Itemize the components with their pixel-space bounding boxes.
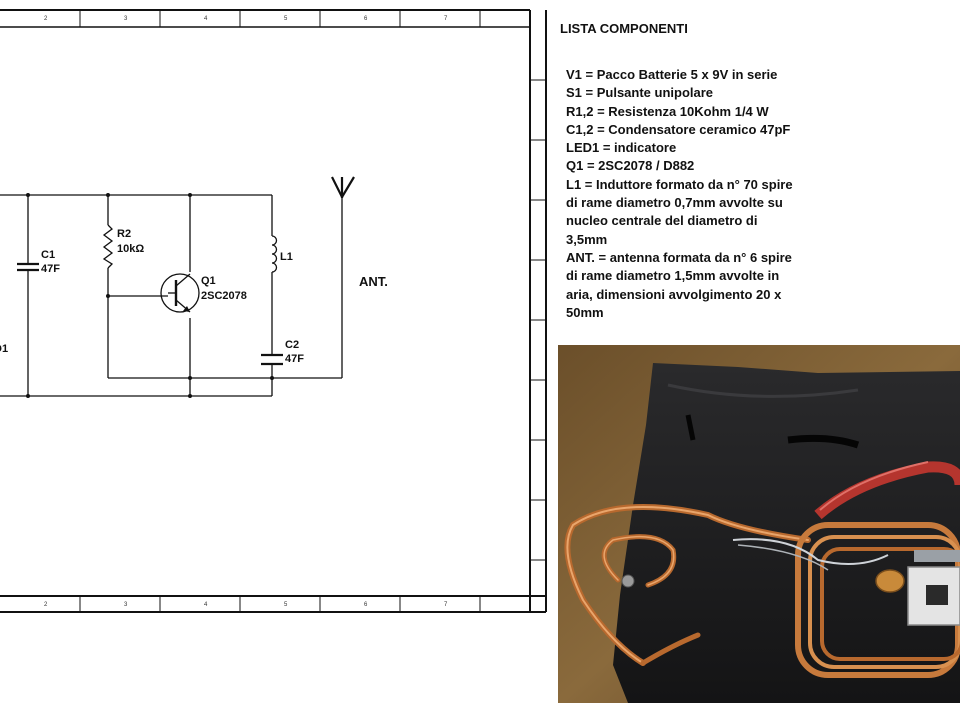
ruler-number: 3: [124, 16, 128, 22]
schematic-frame: [0, 9, 547, 613]
c1-value-label: 47F: [41, 263, 60, 275]
ruler-number: 4: [204, 16, 208, 22]
antenna-copper-coil: [564, 504, 811, 666]
capacitor-c1-symbol: [17, 262, 39, 272]
transistor-face: [926, 585, 948, 605]
transistor-q1-symbol: [160, 273, 200, 313]
ruler-number: 7: [444, 16, 448, 22]
antenna-symbol: [331, 176, 355, 198]
component-list-line: LED1 = indicatore: [566, 140, 677, 156]
r2-name-label: R2: [117, 228, 131, 240]
component-list-line: aria, dimensioni avvolgimento 20 x: [566, 286, 782, 302]
transistor-heatsink: [914, 550, 960, 562]
r2-value-label: 10kΩ: [117, 243, 144, 255]
ruler-number: 7: [444, 602, 448, 608]
component-list-line: 3,5mm: [566, 231, 608, 247]
ruler-number: 5: [284, 16, 288, 22]
fabric-slit: [787, 434, 860, 449]
antenna-label: ANT.: [359, 274, 388, 289]
component-list: V1 = Pacco Batterie 5 x 9V in serie S1 = …: [560, 66, 955, 322]
circuit-wires: [0, 192, 343, 397]
ruler-number: 3: [124, 602, 128, 608]
component-list-line: di rame diametro 0,7mm avvolte su: [566, 195, 783, 211]
ceramic-capacitor: [875, 569, 905, 593]
frame-ruler-numbers: 2 3 4 5 6 7 2 3 4 5 6 7: [44, 16, 448, 608]
component-list-line: R1,2 = Resistenza 10Kohm 1/4 W: [566, 103, 769, 119]
c2-value-label: 47F: [285, 353, 304, 365]
silver-wire: [732, 538, 889, 565]
prototype-photo: [558, 345, 960, 703]
component-list-line: L1 = Induttore formato da n° 70 spire: [566, 176, 793, 192]
ruler-number: 6: [364, 602, 368, 608]
circuit-schematic: 2 3 4 5 6 7 2 3 4 5 6 7: [0, 9, 547, 613]
black-fabric: [613, 363, 960, 703]
q1-name-label: Q1: [201, 275, 216, 287]
component-list-line: S1 = Pulsante unipolare: [566, 85, 714, 101]
c1-name-label: C1: [41, 249, 55, 261]
capacitor-c2-symbol: [261, 353, 283, 366]
ruler-number: 6: [364, 16, 368, 22]
led-label-partial: D1: [0, 343, 8, 355]
resistor-r2-symbol: [102, 224, 114, 269]
ruler-number: 4: [204, 602, 208, 608]
silver-wire: [737, 544, 829, 571]
component-list-panel: LISTA COMPONENTI V1 = Pacco Batterie 5 x…: [560, 20, 955, 322]
component-list-line: 50mm: [566, 304, 604, 320]
l1-name-label: L1: [280, 251, 293, 263]
ruler-number: 2: [44, 602, 48, 608]
fabric-fold: [667, 383, 859, 398]
component-list-line: C1,2 = Condensatore ceramico 47pF: [566, 121, 791, 137]
component-list-line: di rame diametro 1,5mm avvolte in: [566, 268, 780, 284]
component-list-title: LISTA COMPONENTI: [560, 21, 688, 36]
component-list-line: ANT. = antenna formata da n° 6 spire: [566, 249, 792, 265]
component-list-line: nucleo centrale del diametro di: [566, 213, 758, 229]
ruler-number: 2: [44, 16, 48, 22]
c2-name-label: C2: [285, 339, 299, 351]
frame-ruler-ticks: [79, 10, 546, 612]
wire-junctions: [26, 193, 274, 398]
component-list-line: V1 = Pacco Batterie 5 x 9V in serie: [566, 67, 778, 82]
q1-value-label: 2SC2078: [201, 290, 247, 302]
inductor-l1-symbol: [271, 235, 278, 273]
ruler-number: 5: [284, 602, 288, 608]
fabric-hole: [685, 414, 696, 441]
component-list-line: Q1 = 2SC2078 / D882: [566, 158, 695, 174]
